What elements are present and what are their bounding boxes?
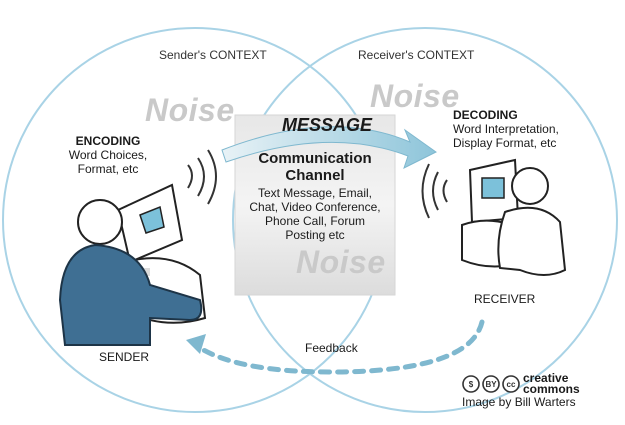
channel-examples: Text Message, Email, Chat, Video Confere… <box>240 186 390 242</box>
nonprofit-icon: $ <box>469 380 474 389</box>
by-icon: BY <box>485 380 497 389</box>
encoding-line: Word Choices, <box>68 148 148 162</box>
creative-commons-icons <box>462 375 520 393</box>
channel-example-line: Phone Call, Forum <box>264 214 366 228</box>
noise-label-2: Noise <box>370 78 460 114</box>
cc-logo-line1: creative <box>523 371 569 385</box>
cc-icon: cc <box>507 380 516 389</box>
feedback-label: Feedback <box>305 341 358 355</box>
decoding-line: Display Format, etc <box>453 136 557 150</box>
channel-title-line2: Channel <box>285 167 345 184</box>
sender-sound-waves <box>187 149 217 205</box>
channel-title: Communication Channel <box>240 150 390 184</box>
receiver-figure <box>461 158 567 276</box>
receiver-label: RECEIVER <box>474 292 536 306</box>
feedback-arrowhead <box>186 334 206 354</box>
decoding-block: DECODING Word Interpretation, Display Fo… <box>453 108 559 150</box>
receiver-sound-waves <box>421 163 448 219</box>
message-label: MESSAGE <box>282 115 373 135</box>
channel-title-line1: Communication <box>258 150 372 167</box>
cc-logo-text: creative commons <box>523 371 580 396</box>
sender-context-label: Sender's CONTEXT <box>159 48 267 62</box>
encoding-block: ENCODING Word Choices, Format, etc <box>58 134 158 176</box>
decoding-line: Word Interpretation, <box>453 122 559 136</box>
image-credit: Image by Bill Warters <box>462 395 576 409</box>
noise-label-3: Noise <box>296 244 386 280</box>
sender-figure <box>58 183 207 346</box>
encoding-line: Format, etc <box>77 162 139 176</box>
receiver-context-circle <box>232 27 618 413</box>
encoding-title: ENCODING <box>75 134 141 148</box>
channel-example-line: Posting etc <box>285 228 345 242</box>
decoding-title: DECODING <box>453 108 518 122</box>
message-arrow <box>221 126 437 169</box>
feedback-arrow <box>197 319 485 375</box>
receiver-context-label: Receiver's CONTEXT <box>358 48 475 62</box>
sender-label: SENDER <box>99 350 150 364</box>
cc-logo-line2: commons <box>523 382 580 396</box>
channel-example-line: Chat, Video Conference, <box>249 200 381 214</box>
channel-example-line: Text Message, Email, <box>257 186 373 200</box>
noise-label-1: Noise <box>145 92 235 128</box>
